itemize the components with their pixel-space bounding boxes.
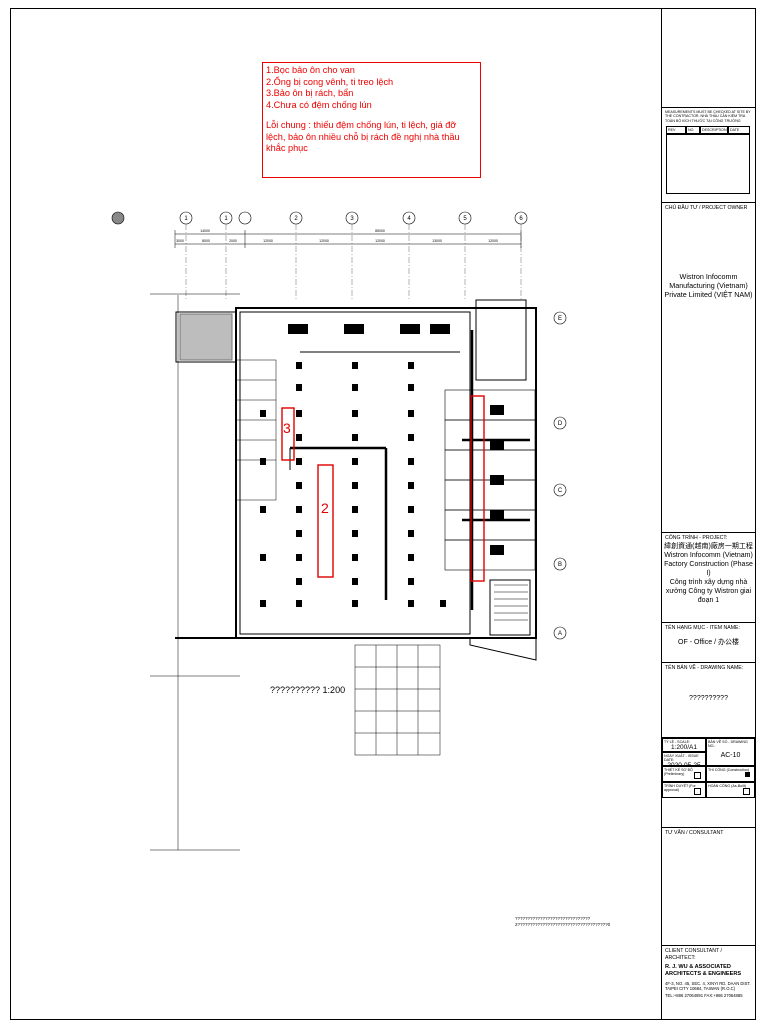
markup-notes-box: 1.Bọc bảo ôn cho van 2.Ống bị cong vênh,… — [262, 62, 481, 178]
drawing-sheet-border — [10, 8, 756, 1020]
owner-label: CHỦ ĐẦU TƯ / PROJECT OWNER — [665, 205, 748, 211]
checkbox-icon[interactable] — [694, 772, 701, 779]
stage-construction: THI CÔNG (Construction) — [706, 766, 755, 782]
stage-construction-label: THI CÔNG (Construction) — [708, 768, 750, 772]
grid-row-label: D — [558, 421, 563, 427]
grid-col-label: 5 — [463, 216, 467, 222]
scale-cell: TỶ LỆ - SCALE: 1:200/A1 — [662, 738, 706, 752]
grid-row-label: E — [558, 316, 562, 322]
consultant-label: TƯ VẤN / CONSULTANT — [665, 830, 724, 836]
plan-scale-title: ?????????? 1:200 — [270, 685, 346, 695]
checked-checkbox-icon[interactable] — [745, 772, 750, 777]
tb-disclaimer: MEASUREMENTS MUST BE CHECKED AT SITE BY … — [665, 110, 751, 123]
grid-col-label: 6 — [519, 216, 523, 222]
architect-name: R. J. WU & ASSOCIATED ARCHITECTS & ENGIN… — [665, 964, 742, 977]
drawing-no-cell: BẢN VẼ SỐ - DRAWING NO.: AC-10 — [706, 738, 755, 766]
drawing-no: AC-10 — [720, 752, 741, 759]
markup-rect-3 — [281, 407, 295, 461]
tb-owner: CHỦ ĐẦU TƯ / PROJECT OWNER Wistron Infoc… — [662, 203, 755, 533]
dim-label: 12000 — [263, 239, 273, 243]
grid-col-label: 1 — [224, 216, 228, 222]
rev-col-header: DESCRIPTION — [700, 126, 728, 134]
tb-project: CÔNG TRÌNH - PROJECT: 緯創資通(越南)廠房一期工程 Wis… — [662, 533, 755, 623]
checkbox-icon[interactable] — [694, 788, 701, 795]
tb-meta: TỶ LỆ - SCALE: 1:200/A1 BẢN VẼ SỐ - DRAW… — [662, 738, 755, 828]
revision-table-body — [666, 134, 750, 194]
tb-revisions: MEASUREMENTS MUST BE CHECKED AT SITE BY … — [662, 108, 755, 203]
note-line-2: 2.Ống bị cong vênh, ti treo lệch — [266, 76, 394, 87]
plan-footer-note: ?????????????????????????????? 2????????… — [515, 916, 610, 927]
note-line-3: 3.Bảo ôn bị rách, bẩn — [266, 88, 354, 98]
dim-label: 8000 — [202, 239, 210, 243]
dim-label: 3000 — [176, 239, 184, 243]
architect-phone: TEL:+886 27064891 FAX:+886 27064885 — [665, 993, 743, 998]
dim-label: 2000 — [229, 239, 237, 243]
grid-row-label: B — [558, 562, 562, 568]
stage-preliminary-label: THIẾT KẾ SƠ BỘ (Preliminary) — [664, 768, 693, 776]
issue-date-cell: NGÀY XUẤT - ISSUE DATE: 2020-05-25 — [662, 752, 706, 766]
stage-asbuilt-label: HOÀN CÔNG (As-Built) — [708, 784, 746, 788]
drawing-no-label: BẢN VẼ SỐ - DRAWING NO.: — [708, 740, 748, 748]
dim-label: 12000 — [488, 239, 498, 243]
floor-plan-drawing: 1 1 2 3 4 5 6 14000 85000 3000 8000 2000… — [111, 211, 567, 851]
scale-value: 1:200/A1 — [670, 744, 698, 751]
grid-col-label: 4 — [407, 216, 411, 222]
issue-date-label: NGÀY XUẤT - ISSUE DATE: — [664, 754, 699, 762]
drawing-name: ?????????? — [689, 694, 728, 702]
item-name: OF - Office / 办公楼 — [678, 638, 739, 646]
architect-address: 4F-3, NO. 45, SEC. 4, XINYI RD. DAAN DIS… — [665, 981, 751, 991]
dim-label: 85000 — [375, 229, 385, 233]
note-line-1: 1.Bọc bảo ôn cho van — [266, 65, 355, 75]
tb-consultant: TƯ VẤN / CONSULTANT — [662, 828, 755, 946]
markup-rect-2 — [317, 464, 334, 578]
owner-name: Wistron Infocomm Manufacturing (Vietnam)… — [664, 271, 753, 299]
project-name-cn: 緯創資通(越南)廠房一期工程 — [664, 542, 753, 550]
grid-col-label: 3 — [350, 216, 354, 222]
stage-approval: TRÌNH DUYỆT (For approval) — [662, 782, 706, 798]
dim-label: 12000 — [319, 239, 329, 243]
tb-item: TÊN HẠNG MỤC - ITEM NAME: OF - Office / … — [662, 623, 755, 663]
checkbox-icon[interactable] — [743, 788, 750, 795]
stage-preliminary: THIẾT KẾ SƠ BỘ (Preliminary) — [662, 766, 706, 782]
markup-rect-right — [470, 395, 485, 582]
stage-asbuilt: HOÀN CÔNG (As-Built) — [706, 782, 755, 798]
dim-label: 14000 — [200, 229, 210, 233]
item-label: TÊN HẠNG MỤC - ITEM NAME: — [665, 625, 740, 631]
rev-col-header: NO — [686, 126, 700, 134]
project-name-en: Wistron Infocomm (Vietnam) Factory Const… — [664, 551, 753, 577]
note-line-4: 4.Chưa có đệm chống lún — [266, 99, 372, 110]
plan-footer-line-1: ?????????????????????????????? — [515, 916, 591, 921]
grid-col-label: 1 — [184, 216, 188, 222]
project-name-vn: Công trình xây dựng nhà xưởng Công ty Wi… — [665, 578, 752, 604]
dim-label: 12000 — [375, 239, 385, 243]
issue-date: 2020-05-25 — [667, 762, 701, 766]
architect-label: CLIENT CONSULTANT / ARCHITECT: — [665, 948, 722, 961]
markup-number-3: 3 — [283, 420, 291, 436]
tb-top-blank — [662, 8, 755, 108]
grid-row-label: A — [558, 631, 562, 637]
stage-approval-label: TRÌNH DUYỆT (For approval) — [664, 784, 696, 792]
grid-row-label: C — [558, 488, 563, 494]
rev-col-header: DATE — [728, 126, 750, 134]
drawing-label: TÊN BẢN VẼ - DRAWING NAME: — [665, 665, 744, 671]
markup-number-2: 2 — [321, 500, 329, 516]
tb-drawing: TÊN BẢN VẼ - DRAWING NAME: ?????????? — [662, 663, 755, 738]
tb-architect: CLIENT CONSULTANT / ARCHITECT: R. J. WU … — [662, 946, 755, 1020]
grid-col-label: 2 — [294, 216, 298, 222]
rev-col-header: REV — [666, 126, 686, 134]
dim-label: 13000 — [432, 239, 442, 243]
scale-label: TỶ LỆ - SCALE: — [664, 740, 690, 744]
plan-footer-line-2: 2????????????????????????????????????0 — [515, 921, 611, 927]
title-block: MEASUREMENTS MUST BE CHECKED AT SITE BY … — [661, 8, 756, 1020]
note-summary: Lỗi chung : thiếu đệm chống lún, ti lệch… — [266, 120, 460, 153]
project-label: CÔNG TRÌNH - PROJECT: — [665, 535, 728, 541]
